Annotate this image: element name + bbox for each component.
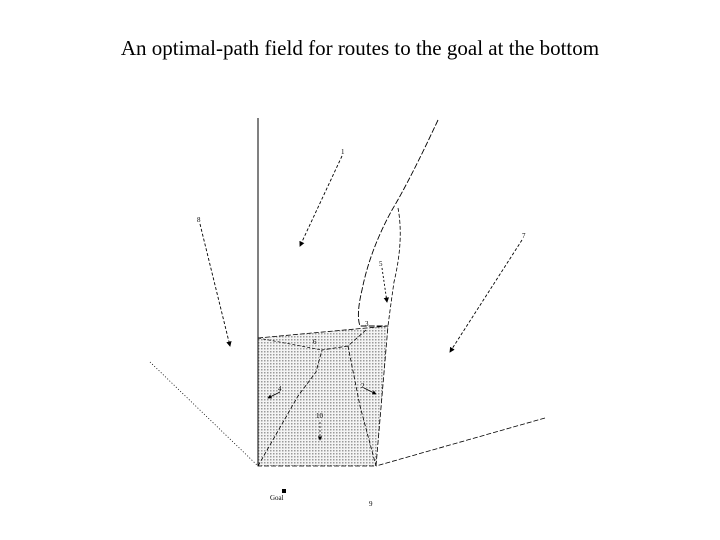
inner-arrow-4 xyxy=(267,391,281,399)
goal-label: Goal xyxy=(270,494,284,502)
flow-arrow-8 xyxy=(199,223,232,347)
region-label-8: 8 xyxy=(197,216,201,224)
flow-arrow-1 xyxy=(299,155,343,247)
goal-marker xyxy=(282,489,286,493)
curved-boundary xyxy=(357,119,439,327)
region-label-10: 10 xyxy=(316,412,324,420)
region-label-5: 5 xyxy=(379,260,383,268)
partition-right xyxy=(347,345,377,467)
inner-boundary xyxy=(387,207,401,327)
flow-arrow-5 xyxy=(381,267,390,303)
shaded-goal-region xyxy=(257,325,389,467)
left-approach-line xyxy=(149,361,259,467)
right-approach-line xyxy=(375,417,546,467)
partition-top-left xyxy=(257,337,323,351)
slide-title: An optimal-path field for routes to the … xyxy=(120,36,600,60)
region-label-1: 1 xyxy=(341,148,345,156)
region-label-6: 6 xyxy=(313,338,317,346)
partition-left xyxy=(257,329,367,467)
flow-arrow-7 xyxy=(449,239,523,353)
region-label-9: 9 xyxy=(369,500,373,508)
region-label-7: 7 xyxy=(522,232,526,240)
region-label-3: 3 xyxy=(365,320,369,328)
region-label-4: 4 xyxy=(278,385,282,393)
region-label-2: 2 xyxy=(361,382,365,390)
inner-arrow-2 xyxy=(363,387,377,395)
